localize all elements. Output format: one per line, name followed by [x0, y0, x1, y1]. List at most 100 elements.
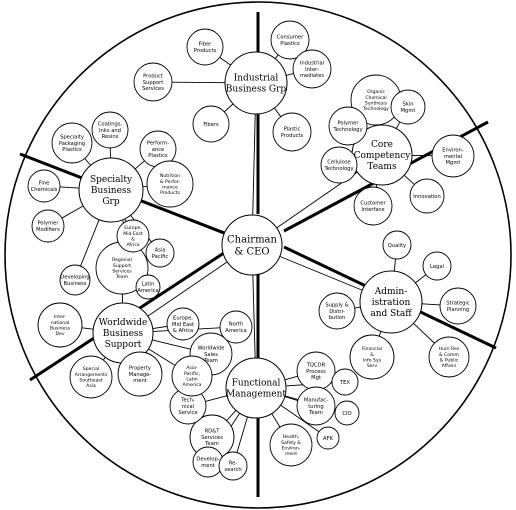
chairman-ceo-label-line: & CEO	[234, 247, 269, 258]
unit-label-line: Europe,	[124, 225, 142, 231]
unit-label-line: Supply &	[325, 302, 348, 308]
unit-label-line: Consumer	[277, 35, 304, 41]
unit-label-line: Plastics	[280, 41, 300, 47]
unit-label-line: Property	[129, 365, 151, 371]
functional-group-label-line: Functional	[232, 379, 281, 389]
functional-unit-node: Re-search	[218, 451, 248, 481]
chairman-ceo-label-line: Chairman	[227, 235, 277, 246]
administration-unit-node: Legal	[422, 251, 452, 281]
unit-label-line: Technology	[332, 127, 362, 133]
unit-circle	[59, 264, 91, 296]
functional-unit-node: TEX	[331, 368, 359, 396]
connector-line	[80, 219, 100, 267]
unit-label-line: Mgmt	[446, 160, 461, 166]
unit-label-line: Planning	[447, 307, 469, 313]
specialty-group-circle	[78, 157, 144, 223]
unit-label-line: Synthesis	[365, 100, 388, 106]
unit-label-line: Skin	[402, 102, 413, 108]
unit-label-line: Specialty	[60, 134, 84, 140]
hub-connector-line	[252, 113, 256, 216]
unit-circle	[166, 307, 200, 341]
unit-circle	[145, 238, 175, 268]
connector-line	[271, 413, 281, 428]
unit-circle	[69, 355, 113, 399]
administration-group-label-line: istration	[372, 298, 411, 308]
industrial-group-circle	[224, 51, 288, 115]
unit-circle	[439, 287, 477, 325]
unit-label-line: Team	[115, 274, 129, 280]
unit-circle	[334, 400, 360, 426]
connector-line	[226, 410, 237, 421]
unit-label-line: America	[225, 328, 246, 334]
unit-label-line: Business	[50, 325, 71, 331]
unit-circle	[382, 230, 412, 260]
unit-label-line: Developing	[60, 275, 89, 281]
unit-label-line: Interface	[361, 207, 384, 213]
unit-label-line: Serv	[367, 363, 378, 369]
unit-label-line: Environ-	[282, 445, 301, 451]
unit-label-line: Technology	[362, 106, 389, 112]
unit-label-line: Legal	[430, 264, 444, 270]
connector-line	[354, 306, 361, 309]
functional-unit-node: AFK	[316, 426, 340, 450]
unit-label-line: Organic	[367, 89, 385, 95]
unit-label-line: America	[183, 382, 202, 388]
unit-label-line: Safety &	[281, 440, 301, 446]
unit-label-line: Chemical	[365, 95, 386, 101]
connector-line	[171, 81, 226, 84]
chairman-ceo-node: Chairman& CEO	[221, 214, 283, 276]
connector-line	[148, 348, 176, 366]
connector-line	[285, 73, 294, 76]
unit-label-line: Cellulose	[327, 160, 351, 166]
unit-circle	[353, 186, 393, 226]
unit-circle	[272, 112, 312, 152]
unit-label-line: Products	[160, 190, 180, 196]
unit-label-line: Fibers	[203, 122, 219, 128]
connector-line	[378, 331, 382, 337]
unit-label-line: national	[51, 320, 70, 326]
unit-label-line: Support	[143, 80, 164, 86]
functional-unit-node: Develop-ment	[192, 446, 224, 478]
unit-label-line: Special	[83, 366, 100, 372]
functional-unit-node: Health,Safety &Environ-ment	[269, 423, 313, 467]
unit-label-line: Polymer	[37, 221, 59, 227]
connector-line	[280, 404, 320, 433]
connector-line	[274, 54, 279, 59]
unit-label-line: AFK	[323, 436, 334, 442]
hub-connector-line	[252, 274, 256, 359]
connector-line	[236, 416, 248, 453]
unit-label-line: & Africa	[173, 328, 194, 334]
unit-label-line: Fiber	[199, 42, 213, 48]
unit-label-line: Latin	[186, 376, 197, 382]
unit-label-line: Inter-	[305, 67, 319, 73]
unit-label-line: turing	[308, 404, 323, 410]
connector-line	[152, 339, 191, 350]
administration-unit-node: Quality	[382, 230, 412, 260]
unit-label-line: & Comm	[439, 352, 460, 358]
unit-label-line: Industrial	[300, 60, 324, 66]
unit-label-line: mediates	[300, 73, 324, 79]
unit-label-line: North	[229, 322, 244, 328]
core-competency-group-label-line: Core	[371, 140, 393, 150]
unit-label-line: Mgt	[311, 375, 321, 381]
administration-group-label-line: Admin-	[374, 287, 408, 297]
industrial-group-label-line: Industrial	[234, 74, 279, 84]
unit-circle	[316, 426, 340, 450]
unit-label-line: Services	[201, 435, 223, 441]
unit-label-line: Services	[112, 268, 132, 274]
